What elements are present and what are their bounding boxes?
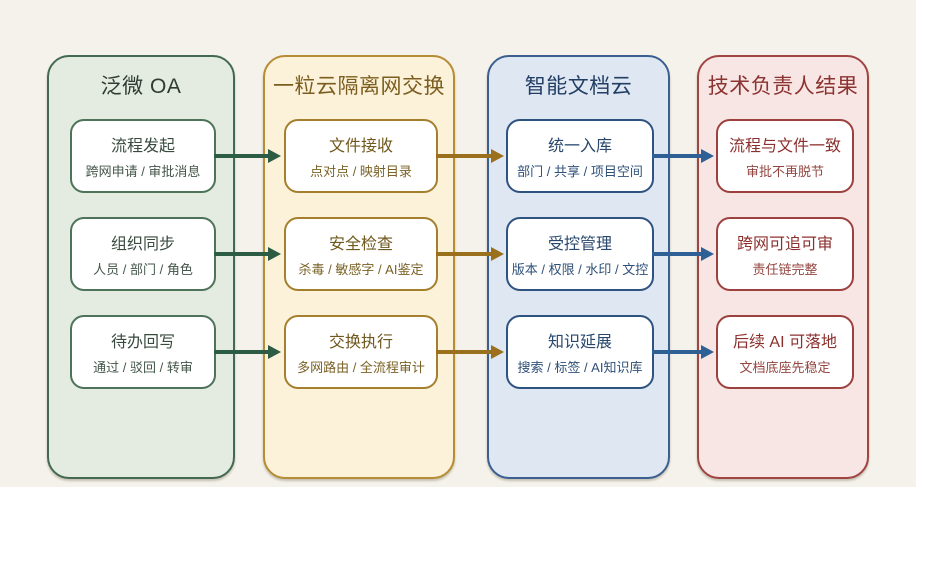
column-fanwei-oa: 泛微 OA 流程发起 跨网申请 / 审批消息 组织同步 人员 / 部门 / 角色… [47, 55, 235, 479]
node-cross-network-auditable: 跨网可追可审 责任链完整 [716, 217, 854, 291]
arrow-head-icon [268, 149, 281, 163]
node-title: 流程发起 [110, 138, 175, 155]
arrow-head-icon [701, 149, 714, 163]
node-ai-ready: 后续 AI 可落地 文档底座先稳定 [716, 315, 854, 389]
node-subtitle: 文档底座先稳定 [739, 360, 831, 375]
node-knowledge-extension: 知识延展 搜索 / 标签 / AI知识库 [506, 315, 654, 389]
node-title: 组织同步 [110, 236, 175, 253]
node-process-initiate: 流程发起 跨网申请 / 审批消息 [70, 119, 216, 193]
node-title: 跨网可追可审 [736, 236, 833, 253]
arrow-shaft [214, 350, 268, 354]
column-title-yiliyun-exchange: 一粒云隔离网交换 [273, 75, 445, 98]
arrow-shaft [436, 350, 491, 354]
node-title: 统一入库 [547, 138, 612, 155]
arrow-shaft [214, 252, 268, 256]
node-subtitle: 版本 / 权限 / 水印 / 文控 [511, 262, 649, 277]
arrow-doccloud-to-results-row1 [652, 149, 714, 163]
arrow-head-icon [701, 345, 714, 359]
node-title: 流程与文件一致 [728, 138, 841, 155]
node-unified-ingest: 统一入库 部门 / 共享 / 项目空间 [506, 119, 654, 193]
arrow-head-icon [491, 345, 504, 359]
node-subtitle: 部门 / 共享 / 项目空间 [517, 164, 643, 179]
arrow-head-icon [268, 345, 281, 359]
arrow-doccloud-to-results-row3 [652, 345, 714, 359]
node-security-check: 安全检查 杀毒 / 敏感字 / AI鉴定 [284, 217, 438, 291]
node-title: 受控管理 [547, 236, 612, 253]
arrow-doccloud-to-results-row2 [652, 247, 714, 261]
node-subtitle: 杀毒 / 敏感字 / AI鉴定 [298, 262, 424, 277]
arrow-exchange-to-doccloud-row3 [436, 345, 504, 359]
arrow-shaft [652, 154, 701, 158]
node-title: 知识延展 [547, 334, 612, 351]
arrow-exchange-to-doccloud-row1 [436, 149, 504, 163]
node-controlled-management: 受控管理 版本 / 权限 / 水印 / 文控 [506, 217, 654, 291]
arrow-shaft [436, 252, 491, 256]
arrow-exchange-to-doccloud-row2 [436, 247, 504, 261]
arrow-oa-to-exchange-row2 [214, 247, 281, 261]
node-subtitle: 责任链完整 [752, 262, 818, 277]
arrow-oa-to-exchange-row1 [214, 149, 281, 163]
column-title-fanwei-oa: 泛微 OA [100, 75, 182, 98]
arrow-head-icon [701, 247, 714, 261]
node-subtitle: 跨网申请 / 审批消息 [85, 164, 201, 179]
arrow-head-icon [491, 247, 504, 261]
arrow-shaft [652, 350, 701, 354]
node-file-receive: 文件接收 点对点 / 映射目录 [284, 119, 438, 193]
node-subtitle: 点对点 / 映射目录 [310, 164, 412, 179]
arrow-head-icon [491, 149, 504, 163]
arrow-oa-to-exchange-row3 [214, 345, 281, 359]
column-yiliyun-exchange: 一粒云隔离网交换 文件接收 点对点 / 映射目录 安全检查 杀毒 / 敏感字 /… [263, 55, 455, 479]
arrow-shaft [214, 154, 268, 158]
node-subtitle: 多网路由 / 全流程审计 [297, 360, 425, 375]
node-title: 安全检查 [328, 236, 393, 253]
node-title: 待办回写 [110, 334, 175, 351]
node-subtitle: 通过 / 驳回 / 转审 [93, 360, 193, 375]
node-todo-writeback: 待办回写 通过 / 驳回 / 转审 [70, 315, 216, 389]
column-smart-doc-cloud: 智能文档云 统一入库 部门 / 共享 / 项目空间 受控管理 版本 / 权限 /… [487, 55, 670, 479]
node-subtitle: 人员 / 部门 / 角色 [93, 262, 193, 277]
node-title: 交换执行 [328, 334, 393, 351]
node-exchange-execute: 交换执行 多网路由 / 全流程审计 [284, 315, 438, 389]
node-process-file-consistent: 流程与文件一致 审批不再脱节 [716, 119, 854, 193]
arrow-shaft [436, 154, 491, 158]
node-title: 后续 AI 可落地 [732, 334, 837, 351]
node-title: 文件接收 [328, 138, 393, 155]
node-subtitle: 搜索 / 标签 / AI知识库 [517, 360, 643, 375]
column-title-tech-lead-results: 技术负责人结果 [707, 75, 859, 98]
column-tech-lead-results: 技术负责人结果 流程与文件一致 审批不再脱节 跨网可追可审 责任链完整 后续 A… [697, 55, 869, 479]
arrow-head-icon [268, 247, 281, 261]
column-title-smart-doc-cloud: 智能文档云 [524, 75, 633, 98]
arrow-shaft [652, 252, 701, 256]
node-org-sync: 组织同步 人员 / 部门 / 角色 [70, 217, 216, 291]
node-subtitle: 审批不再脱节 [745, 164, 824, 179]
